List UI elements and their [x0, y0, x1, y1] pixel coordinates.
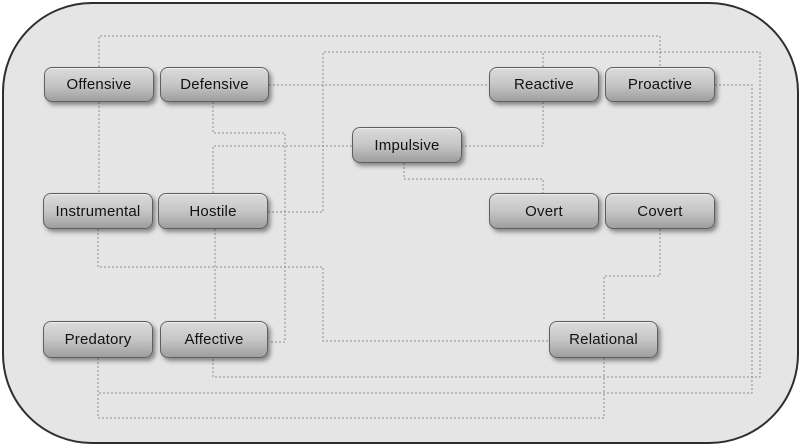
node-overt: Overt: [489, 193, 599, 229]
node-label-offensive: Offensive: [66, 76, 132, 93]
node-impulsive: Impulsive: [352, 127, 462, 163]
node-affective: Affective: [160, 321, 268, 358]
node-covert: Covert: [605, 193, 715, 229]
node-label-relational: Relational: [569, 331, 638, 348]
node-label-overt: Overt: [525, 202, 563, 220]
node-label-hostile: Hostile: [189, 202, 237, 220]
node-proactive: Proactive: [605, 67, 715, 102]
node-label-affective: Affective: [184, 331, 244, 348]
node-instrumental: Instrumental: [43, 193, 153, 229]
node-defensive: Defensive: [160, 67, 269, 102]
node-reactive: Reactive: [489, 67, 599, 102]
node-label-predatory: Predatory: [64, 331, 132, 348]
node-label-reactive: Reactive: [514, 76, 574, 93]
node-label-instrumental: Instrumental: [55, 202, 141, 220]
node-label-proactive: Proactive: [627, 76, 693, 93]
node-label-impulsive: Impulsive: [374, 136, 440, 154]
node-label-covert: Covert: [637, 202, 683, 220]
node-offensive: Offensive: [44, 67, 154, 102]
node-predatory: Predatory: [43, 321, 153, 358]
node-label-defensive: Defensive: [180, 76, 249, 93]
node-hostile: Hostile: [158, 193, 268, 229]
node-relational: Relational: [549, 321, 658, 358]
